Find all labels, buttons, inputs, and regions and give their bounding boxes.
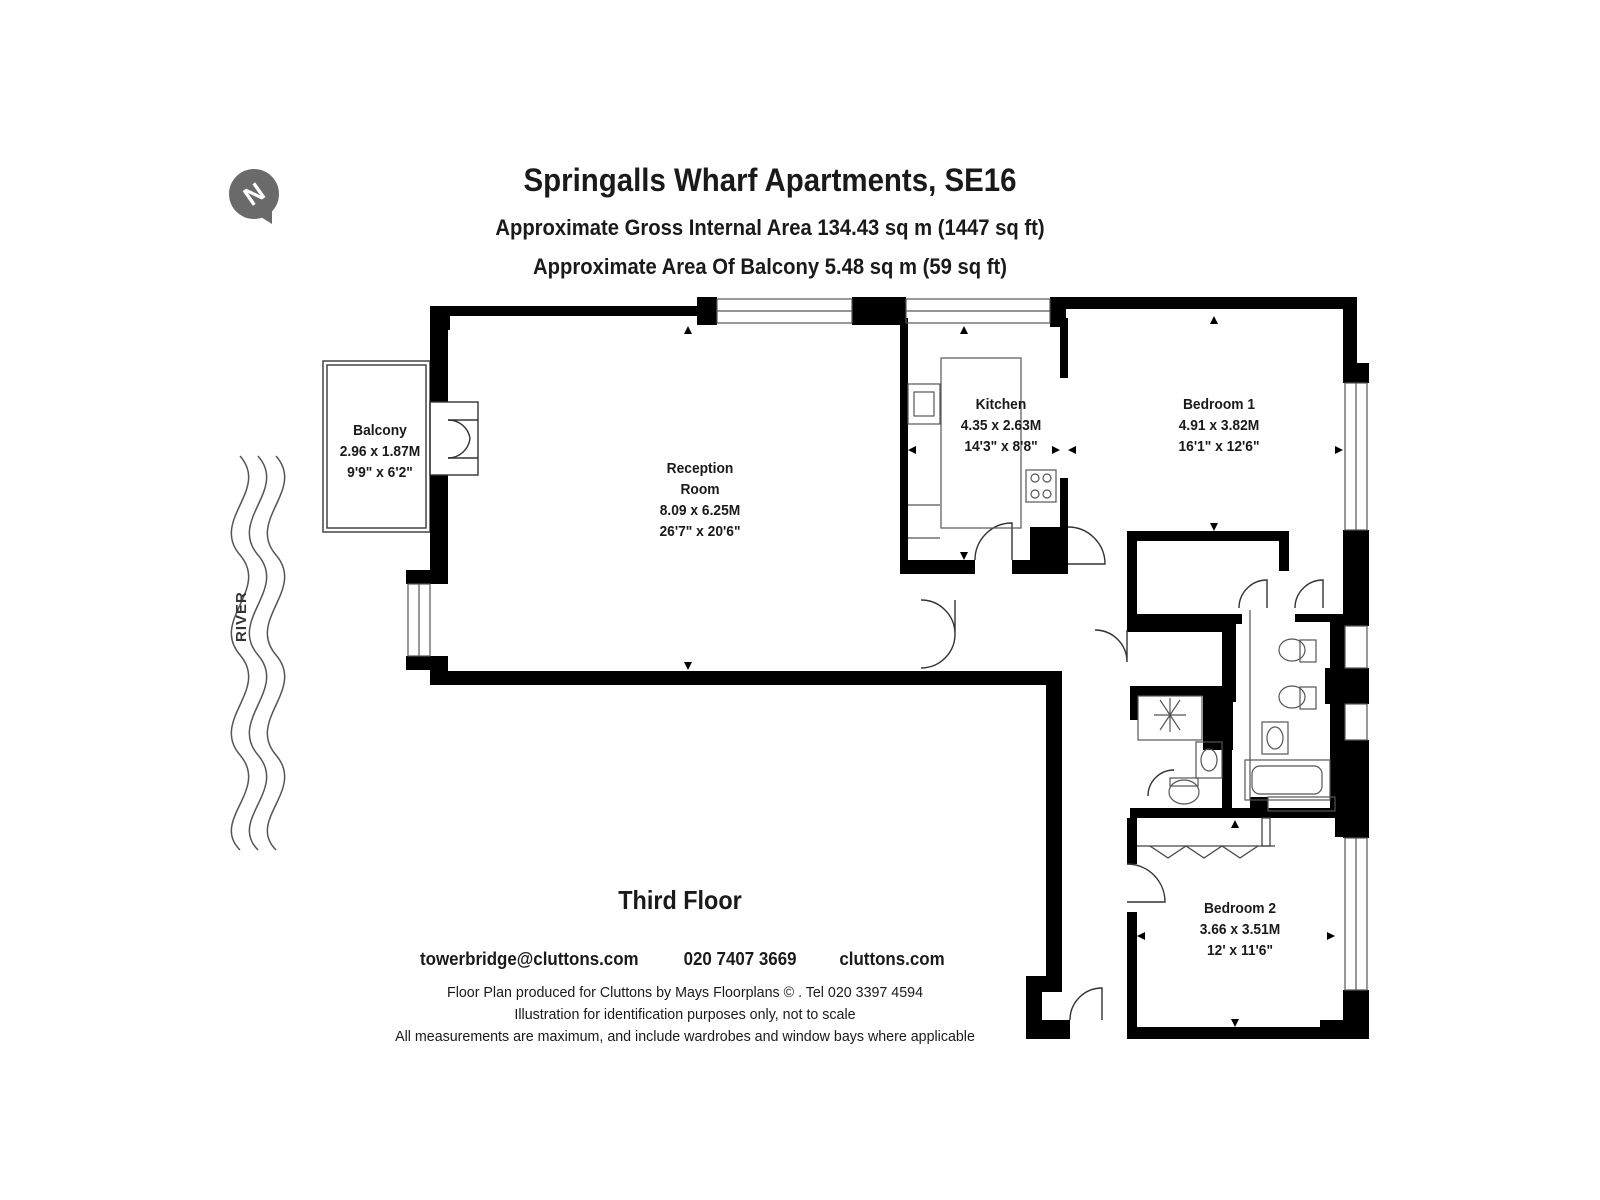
- footer-credit: Floor Plan produced for Cluttons by Mays…: [446, 984, 924, 1001]
- door-swings: [920, 522, 1324, 1021]
- contact-phone[interactable]: 020 7407 3669: [683, 949, 797, 969]
- balcony-name: Balcony: [353, 422, 407, 439]
- compass-pointer-icon: [256, 206, 272, 224]
- bedroom2-name: Bedroom 2: [1203, 900, 1277, 917]
- reception-metric: 8.09 x 6.25M: [659, 502, 741, 519]
- room-label-bedroom1: Bedroom 1 4.91 x 3.82M 16'1" x 12'6": [1159, 394, 1279, 457]
- windows: [407, 298, 1368, 991]
- balcony-area-text: Approximate Area Of Balcony 5.48 sq m (5…: [533, 254, 1007, 279]
- balcony-doors: [429, 401, 479, 476]
- kitchen-metric: 4.35 x 2.63M: [960, 417, 1042, 434]
- dimension-arrows: [684, 316, 1343, 1027]
- walls: [406, 297, 1369, 1039]
- reception-name-line2: Room: [680, 481, 720, 498]
- kitchen-imperial: 14'3" x 8'8": [964, 438, 1038, 455]
- wardrobes: [1137, 817, 1275, 859]
- footer-disclaimer: Illustration for identification purposes…: [514, 1006, 856, 1023]
- river-waves-icon: [230, 455, 286, 851]
- reception-imperial: 26'7" x 20'6": [659, 523, 741, 540]
- gross-area-text: Approximate Gross Internal Area 134.43 s…: [495, 215, 1045, 240]
- bedroom1-imperial: 16'1" x 12'6": [1178, 438, 1260, 455]
- bedroom1-name: Bedroom 1: [1182, 396, 1256, 413]
- bedroom2-imperial: 12' x 11'6": [1206, 942, 1274, 959]
- room-label-balcony: Balcony 2.96 x 1.87M 9'9" x 6'2": [334, 420, 426, 483]
- bathroom-fittings: [1137, 610, 1331, 805]
- kitchen-name: Kitchen: [975, 396, 1027, 413]
- balcony-imperial: 9'9" x 6'2": [347, 464, 413, 481]
- floor-label: Third Floor: [618, 885, 742, 915]
- kitchen-fittings: [907, 357, 1057, 539]
- footer-measurements-note: All measurements are maximum, and includ…: [395, 1028, 975, 1045]
- room-label-bedroom2: Bedroom 2 3.66 x 3.51M 12' x 11'6": [1180, 898, 1300, 961]
- bedroom1-metric: 4.91 x 3.82M: [1178, 417, 1260, 434]
- room-label-kitchen: Kitchen 4.35 x 2.63M 14'3" x 8'8": [946, 394, 1056, 457]
- contact-email[interactable]: towerbridge@cluttons.com: [419, 949, 639, 969]
- plan-title: Springalls Wharf Apartments, SE16: [523, 162, 1017, 198]
- reception-name-line1: Reception: [666, 460, 734, 477]
- room-label-reception: Reception Room 8.09 x 6.25M 26'7" x 20'6…: [626, 458, 773, 542]
- balcony-metric: 2.96 x 1.87M: [339, 443, 421, 460]
- bedroom2-metric: 3.66 x 3.51M: [1199, 921, 1281, 938]
- contact-website[interactable]: cluttons.com: [839, 949, 945, 969]
- river-label: RIVER: [233, 591, 250, 642]
